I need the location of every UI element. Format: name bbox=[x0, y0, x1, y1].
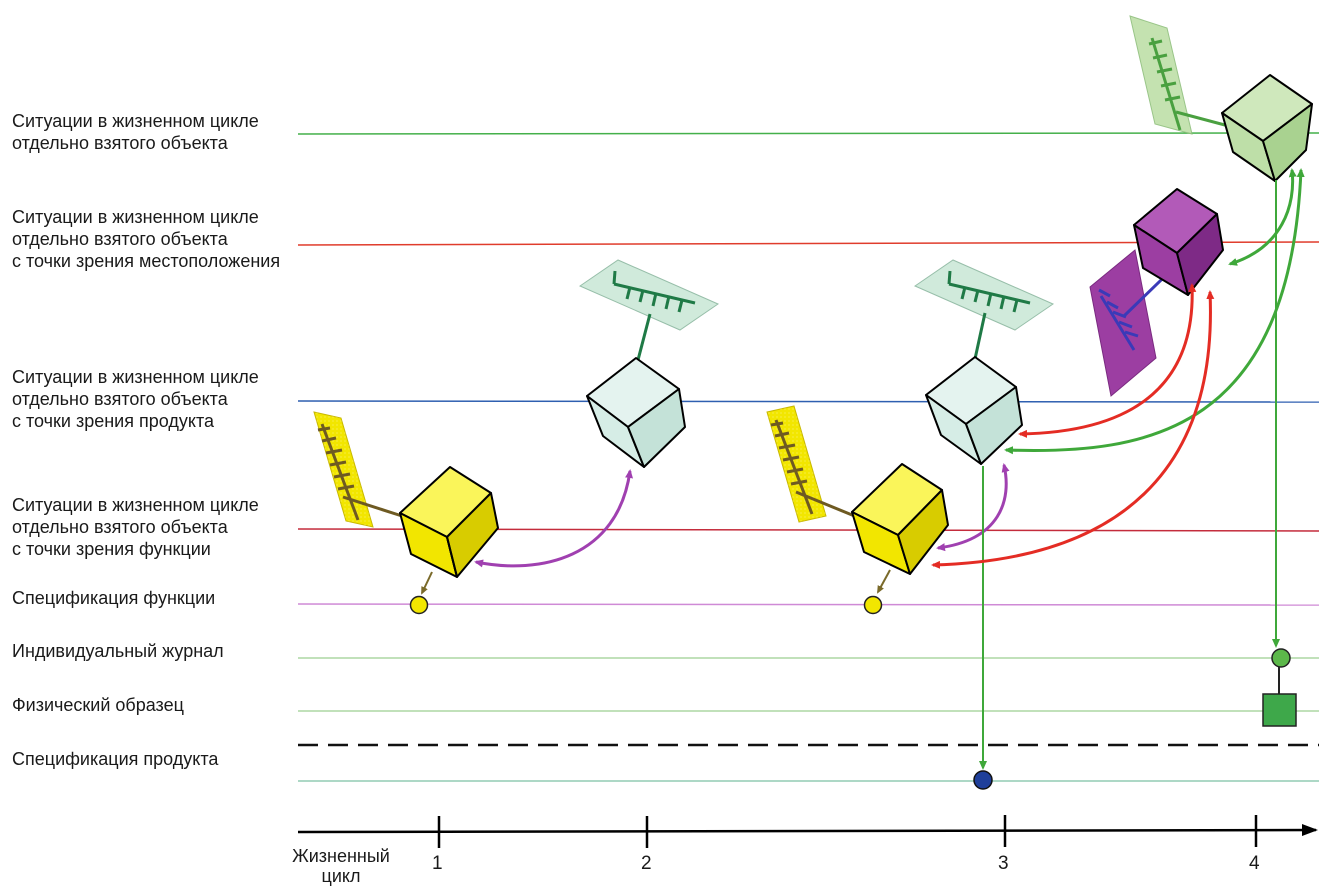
location-cube-icon bbox=[1134, 189, 1223, 295]
relation-arrow-green bbox=[1230, 170, 1293, 264]
function-spec-node bbox=[865, 597, 882, 614]
classification-card-icon bbox=[1090, 250, 1156, 396]
row-line-product bbox=[298, 401, 1319, 402]
product-cube-icon bbox=[926, 357, 1022, 464]
object-cube-icon bbox=[1222, 75, 1312, 181]
relation-arrow-magenta bbox=[476, 471, 630, 566]
physical-sample-node bbox=[1263, 694, 1296, 726]
classification-card-icon bbox=[767, 406, 826, 522]
function-cube-icon bbox=[852, 464, 948, 574]
relation-arrow-magenta bbox=[938, 465, 1006, 548]
product-spec-node bbox=[974, 771, 992, 789]
individual-log-node bbox=[1272, 649, 1290, 667]
row-line-object bbox=[298, 133, 1319, 134]
function-spec-node bbox=[411, 597, 428, 614]
classification-card-icon bbox=[314, 412, 373, 527]
lifecycle-axis bbox=[298, 830, 1316, 832]
classification-card-icon bbox=[1130, 16, 1192, 134]
product-cube-icon bbox=[587, 358, 685, 467]
row-line-function-spec bbox=[298, 604, 1319, 605]
function-cube-icon bbox=[400, 467, 498, 577]
